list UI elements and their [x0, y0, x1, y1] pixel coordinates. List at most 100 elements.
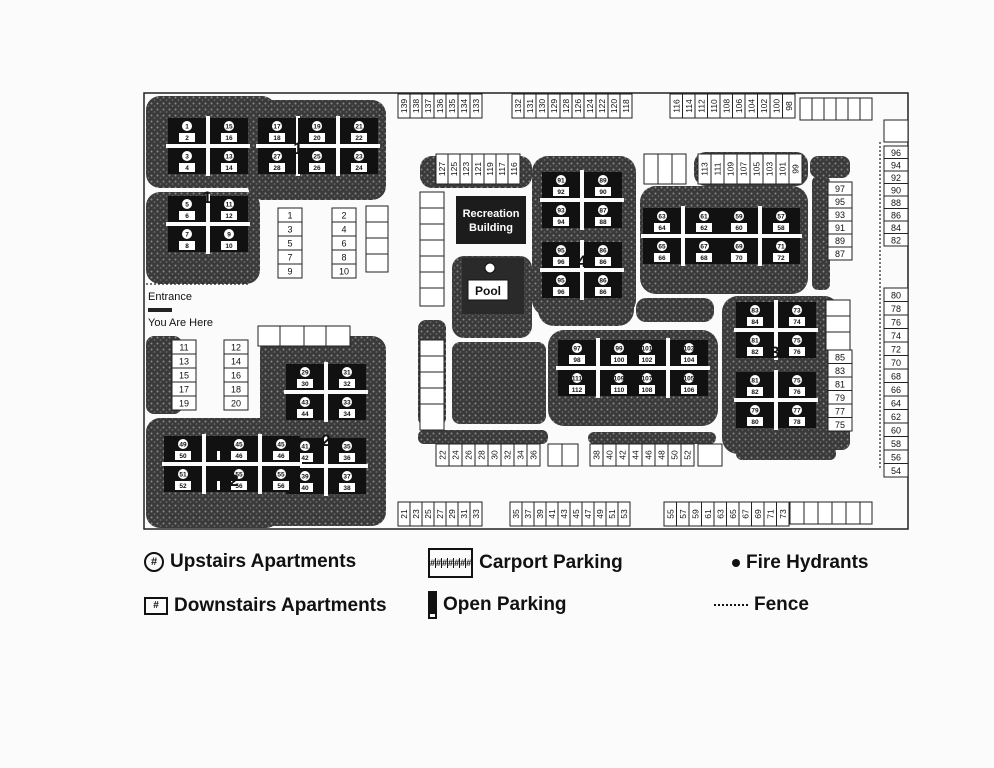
downstairs-unit [269, 133, 285, 142]
parking-stall-number: 7 [287, 253, 292, 263]
legend-fence-label: Fence [754, 594, 809, 615]
parking-stall-number: 118 [621, 99, 631, 113]
legend-open-label: Open Parking [443, 594, 567, 616]
svg-text:87: 87 [599, 208, 607, 215]
svg-text:95: 95 [557, 248, 565, 255]
svg-text:86: 86 [599, 248, 607, 255]
upstairs-unit [224, 121, 234, 131]
parking-stall-number: 128 [561, 99, 571, 113]
parking-stall-number: 122 [597, 99, 607, 113]
parking-stall-number: 13 [179, 357, 189, 367]
downstairs-unit [297, 379, 313, 388]
svg-text:104: 104 [684, 357, 695, 364]
upstairs-unit [642, 343, 652, 353]
svg-text:80: 80 [751, 419, 759, 426]
svg-text:41: 41 [301, 444, 309, 451]
roads [146, 96, 416, 528]
upstairs-unit [657, 241, 667, 251]
parking-stall-number: 111 [713, 162, 723, 175]
svg-text:3: 3 [185, 154, 189, 161]
parking-stall-number: 79 [835, 393, 845, 403]
upstairs-unit [750, 405, 760, 415]
svg-text:16: 16 [225, 135, 233, 142]
svg-text:31: 31 [343, 370, 351, 377]
building-group-numbers: 1 1 2 2 3 3 4 5 [202, 139, 779, 490]
svg-text:50: 50 [179, 453, 187, 460]
upstairs-unit [182, 151, 192, 161]
svg-text:57: 57 [777, 214, 785, 221]
svg-text:35: 35 [343, 444, 351, 451]
parking-stall [331, 263, 357, 279]
downstairs-unit [179, 163, 195, 172]
parking-stall-number: 37 [523, 509, 533, 519]
svg-text:45: 45 [235, 442, 243, 449]
parking-stall-number: 63 [715, 509, 725, 519]
upstairs-unit [354, 121, 364, 131]
parking-stall-number: 131 [525, 99, 535, 113]
downstairs-unit [696, 223, 712, 232]
svg-text:8: 8 [185, 243, 189, 250]
upstairs-unit [776, 241, 786, 251]
svg-text:24: 24 [355, 165, 363, 172]
downstairs-unit [269, 163, 285, 172]
upstairs-unit [300, 441, 310, 451]
parking-stall-number: 127 [437, 162, 447, 176]
parking-stall-number: 136 [435, 99, 445, 113]
parking-stall-number: 26 [464, 450, 474, 460]
parking-stall-number: 91 [835, 223, 845, 233]
upstairs-unit [684, 343, 694, 353]
svg-text:106: 106 [684, 387, 695, 394]
downstairs-unit [789, 387, 805, 396]
parking-stall-number: 35 [511, 509, 521, 519]
parking-stall-number: 31 [459, 509, 469, 519]
parking-stall-number: 123 [461, 162, 471, 176]
recreation-label-line2: Building [469, 222, 513, 234]
downstairs-unit [553, 217, 569, 226]
downstairs-unit [297, 483, 313, 492]
downstairs-unit [789, 417, 805, 426]
parking-stall-number: 49 [595, 509, 605, 519]
svg-text:76: 76 [793, 349, 801, 356]
svg-text:66: 66 [658, 255, 666, 262]
svg-text:37: 37 [343, 474, 351, 481]
svg-text:64: 64 [658, 225, 666, 232]
svg-text:103: 103 [684, 346, 695, 353]
svg-text:38: 38 [343, 485, 351, 492]
parking-stall-number: 52 [683, 450, 693, 460]
svg-text:102: 102 [642, 357, 653, 364]
parking-stall-number: 46 [644, 450, 654, 460]
downstairs-unit [339, 453, 355, 462]
upstairs-unit [182, 121, 192, 131]
svg-text:26: 26 [313, 165, 321, 172]
svg-text:93: 93 [557, 208, 565, 215]
downstairs-unit [231, 481, 247, 490]
svg-text:39: 39 [301, 474, 309, 481]
parking-stall [526, 443, 541, 467]
svg-text:30: 30 [301, 381, 309, 388]
downstairs-unit [696, 253, 712, 262]
parking-stall-number: 117 [497, 162, 507, 176]
svg-text:20: 20 [313, 135, 321, 142]
downstairs-unit [611, 355, 627, 364]
svg-text:2: 2 [185, 135, 189, 142]
svg-text:95: 95 [557, 278, 565, 285]
legend-carport: #######Carport Parking [428, 548, 623, 578]
parking-stall-number: 107 [739, 162, 749, 176]
parking-stall [171, 395, 197, 411]
svg-text:4: 4 [185, 165, 189, 172]
svg-text:14: 14 [225, 165, 233, 172]
parking-stall-number: 106 [734, 99, 744, 113]
parking-stall-number: 14 [231, 357, 241, 367]
downstairs-unit [731, 253, 747, 262]
parking-stall-number: 23 [411, 509, 421, 519]
upstairs-unit [300, 471, 310, 481]
parking-stall-number: 12 [231, 343, 241, 353]
parking-stall-number: 58 [891, 439, 901, 449]
you-are-here-label: You Are Here [148, 317, 213, 329]
svg-text:18: 18 [273, 135, 281, 142]
svg-text:69: 69 [735, 244, 743, 251]
parking-stall-number: 97 [835, 184, 845, 194]
parking-stall-number: 67 [740, 509, 750, 519]
